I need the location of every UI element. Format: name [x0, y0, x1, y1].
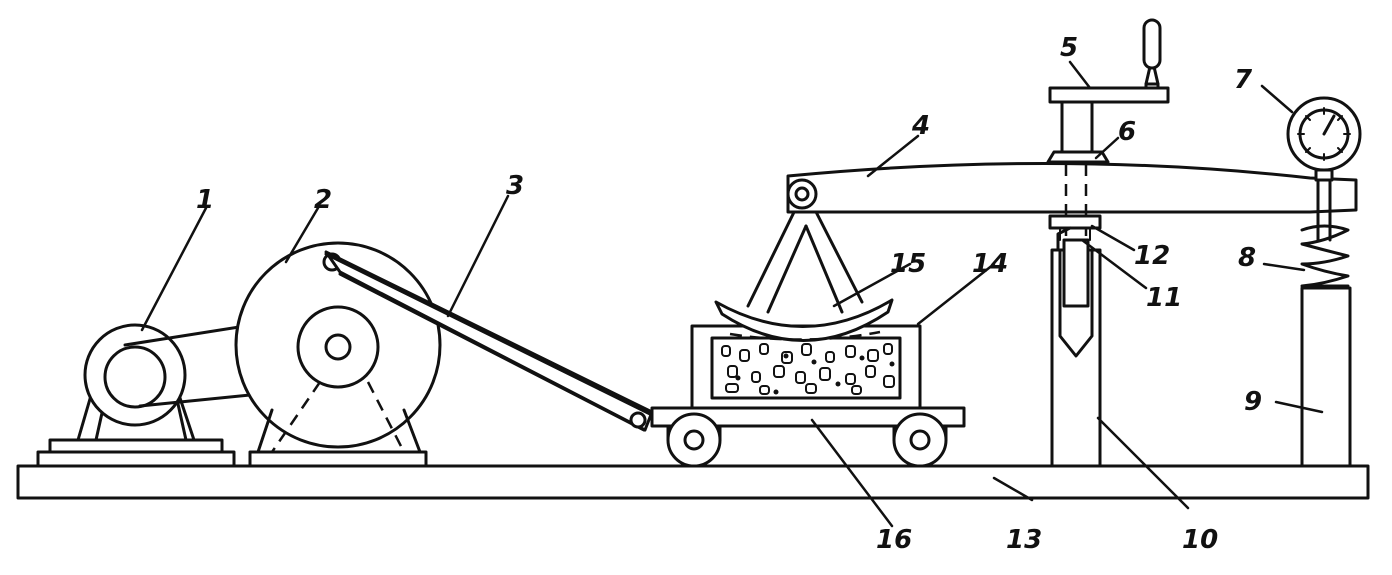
label-7: 7 [1234, 65, 1253, 95]
label-6: 6 [1118, 117, 1136, 147]
label-10: 10 [1182, 525, 1218, 555]
label-12: 12 [1134, 241, 1170, 271]
screw-crank [1046, 18, 1170, 164]
label-5: 5 [1060, 33, 1078, 63]
motor [36, 323, 236, 468]
leader-lines [140, 60, 1324, 528]
label-15: 15 [890, 249, 926, 279]
label-8: 8 [1238, 243, 1256, 273]
spring [1300, 178, 1350, 288]
sample-box [690, 324, 922, 410]
connecting-rod [324, 250, 654, 432]
lever-arm [786, 161, 1358, 214]
label-13: 13 [1006, 525, 1042, 555]
label-1: 1 [196, 185, 214, 215]
label-9: 9 [1244, 387, 1262, 417]
guide-post [1050, 226, 1102, 468]
curved-shoe [714, 202, 894, 342]
label-14: 14 [972, 249, 1008, 279]
part-labels: 1 2 3 4 5 6 7 8 9 10 11 12 13 14 15 16 [196, 33, 1262, 555]
support-column [1300, 286, 1352, 468]
granular-fill [721, 343, 895, 395]
label-11: 11 [1146, 283, 1182, 313]
cart [650, 406, 966, 468]
base-plate [16, 464, 1370, 500]
flywheel [234, 241, 442, 468]
label-16: 16 [876, 525, 912, 555]
label-4: 4 [911, 111, 930, 141]
dial-gauge [1286, 96, 1362, 182]
label-2: 2 [314, 185, 332, 215]
label-3: 3 [506, 171, 524, 201]
